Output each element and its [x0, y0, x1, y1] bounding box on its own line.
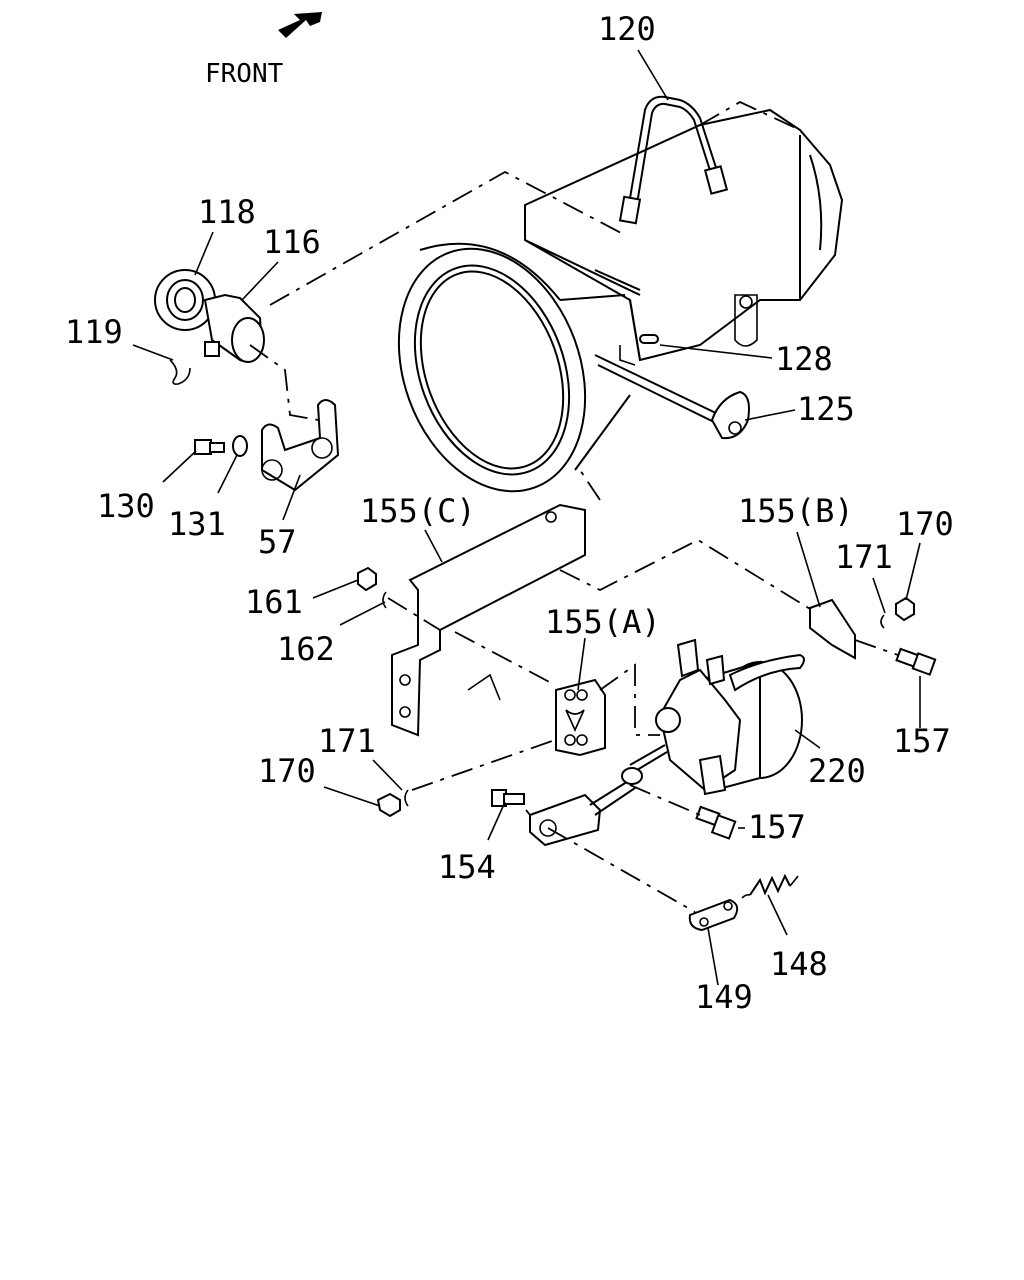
callout-170-top: 170 [896, 505, 954, 543]
nut-170-left [376, 792, 401, 818]
pipe-120 [618, 95, 729, 225]
callout-130: 130 [97, 487, 155, 525]
washer-171-top [880, 614, 885, 629]
washer-162 [382, 591, 387, 609]
pin-154 [491, 789, 525, 807]
leader-lines [132, 49, 921, 986]
callout-162: 162 [277, 630, 335, 668]
key-128 [619, 334, 659, 366]
nut-161 [357, 566, 377, 592]
washer-131 [232, 435, 248, 457]
callout-120: 120 [598, 10, 656, 48]
sleeve-116 [203, 293, 265, 363]
callout-149: 149 [695, 978, 753, 1016]
bolt-130 [194, 439, 225, 455]
front-arrow-icon [278, 12, 322, 38]
bolt-157-right [895, 647, 937, 676]
callout-170-left: 170 [258, 752, 316, 790]
bracket-155c [391, 503, 586, 737]
callout-128: 128 [775, 340, 833, 378]
nut-170-top [895, 596, 915, 622]
plate-149 [688, 898, 739, 932]
callout-157-right: 157 [893, 722, 951, 760]
spring-148 [741, 873, 799, 899]
callout-116: 116 [263, 223, 321, 261]
callout-154: 154 [438, 848, 496, 886]
transmission-case [397, 100, 844, 493]
spring-clip-119 [169, 359, 191, 385]
callout-155a: 155(A) [545, 603, 661, 641]
bracket-155b [809, 598, 856, 660]
callout-148: 148 [770, 945, 828, 983]
callout-171-left: 171 [318, 722, 376, 760]
callout-131: 131 [168, 505, 226, 543]
shaft-125 [594, 354, 750, 440]
callout-161: 161 [245, 583, 303, 621]
callout-155c: 155(C) [360, 492, 476, 530]
bolt-157-bottom [695, 805, 737, 840]
front-label: FRONT [205, 59, 284, 89]
bracket-155a [555, 678, 606, 757]
cylinder-220 [629, 638, 805, 796]
callout-57: 57 [258, 523, 297, 561]
clevis-rod [529, 767, 643, 847]
shift-fork-57 [261, 399, 340, 492]
callout-119: 119 [65, 313, 123, 351]
callout-118: 118 [198, 193, 256, 231]
callout-155b: 155(B) [738, 492, 854, 530]
callout-220: 220 [808, 752, 866, 790]
callout-157-bottom: 157 [748, 808, 806, 846]
callout-125: 125 [797, 390, 855, 428]
callout-171-top: 171 [835, 538, 893, 576]
assembly-lines [249, 170, 899, 913]
washer-171-left [404, 789, 409, 807]
